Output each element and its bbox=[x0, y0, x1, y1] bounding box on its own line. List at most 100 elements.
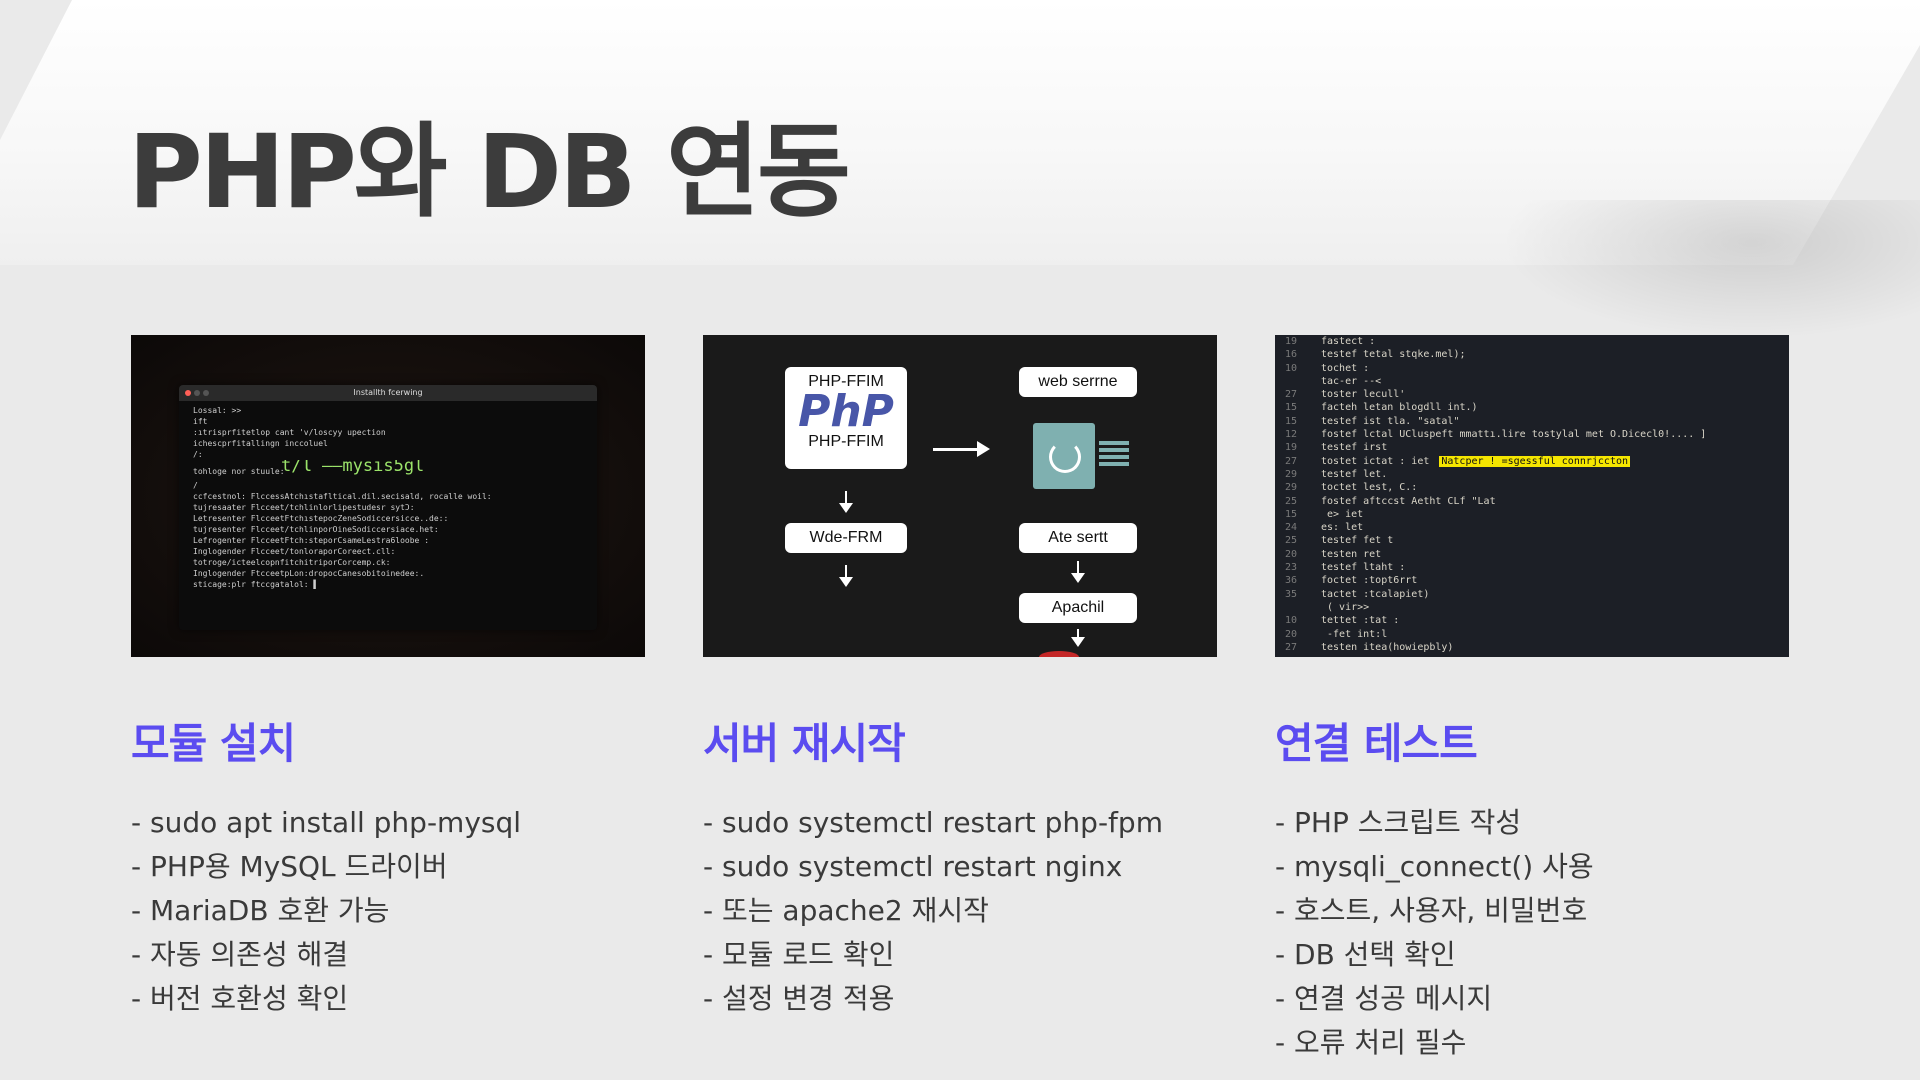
code-text: testef let. bbox=[1321, 468, 1388, 480]
bullet-item: - 자동 의존성 해결 bbox=[131, 938, 349, 971]
line-number: 15 bbox=[1285, 508, 1298, 520]
php-box-top-label: PHP-FFIM bbox=[808, 373, 884, 390]
terminal-line: Inglogender Flcceet/tonloraporCoreect.cl… bbox=[193, 547, 396, 556]
server-diagram-screenshot: PHP-FFIM PhP PHP-FFIM Wde-FRM web serrne… bbox=[703, 335, 1217, 657]
red-indicator-icon bbox=[1039, 651, 1079, 657]
arrow-down-icon bbox=[1071, 629, 1085, 647]
line-number: 36 bbox=[1285, 575, 1298, 587]
bullet-item: - 호스트, 사용자, 비밀번호 bbox=[1275, 894, 1588, 927]
code-text: tochet : bbox=[1321, 362, 1370, 374]
web-server-box: web serrne bbox=[1019, 367, 1137, 397]
code-line: 15 e> iet bbox=[1285, 508, 1779, 521]
bullet-item: - PHP용 MySQL 드라이버 bbox=[131, 850, 448, 883]
column-server-restart: PHP-FFIM PhP PHP-FFIM Wde-FRM web serrne… bbox=[703, 335, 1217, 1021]
code-text: testef ltaht : bbox=[1321, 562, 1406, 574]
code-text: -fet int:l bbox=[1321, 628, 1388, 640]
terminal-line: Inglogender FtcceetpLon:dropocCanesobito… bbox=[193, 569, 425, 578]
terminal-line: tujresaater Flcceet/tchlinlorlipestudesr… bbox=[193, 503, 415, 512]
terminal-titlebar: Installth fcerwing bbox=[179, 385, 597, 401]
code-line: 27 toster lecull' bbox=[1285, 388, 1779, 401]
bullet-list: - PHP 스크립트 작성 - mysqli_connect() 사용 - 호스… bbox=[1275, 801, 1789, 1065]
column-heading: 모듈 설치 bbox=[131, 719, 296, 768]
terminal-line: :ıtrisprfitetlop cant 'v/loscyy upection bbox=[193, 428, 386, 437]
code-text: testen ret bbox=[1321, 548, 1382, 560]
line-number: 20 bbox=[1285, 628, 1298, 640]
code-text: testef irst bbox=[1321, 442, 1388, 454]
arrow-right-icon bbox=[933, 448, 979, 451]
terminal-line: Lefrogenter FlcceetFtch:steporCsameLestr… bbox=[193, 536, 430, 545]
bullet-item: - 버전 호환성 확인 bbox=[131, 982, 349, 1015]
line-number: 23 bbox=[1285, 562, 1298, 574]
arrow-right-head bbox=[977, 441, 990, 457]
line-number: 27 bbox=[1285, 455, 1298, 467]
php-fpm-box: PHP-FFIM PhP PHP-FFIM bbox=[785, 367, 907, 469]
code-text: testef ist tla. "satal" bbox=[1321, 415, 1460, 427]
arrow-down-icon bbox=[839, 565, 853, 587]
bullet-item: - MariaDB 호환 가능 bbox=[131, 894, 390, 927]
line-number: 10 bbox=[1285, 615, 1298, 627]
wde-frm-box: Wde-FRM bbox=[785, 523, 907, 553]
server-refresh-icon bbox=[1033, 423, 1095, 489]
line-number: 19 bbox=[1285, 442, 1298, 454]
bullet-item: - sudo systemctl restart nginx bbox=[703, 850, 1123, 883]
code-text: tostet ictat : iet bbox=[1321, 455, 1430, 467]
code-text: fostef aftccst Aetht CLf "Lat bbox=[1321, 495, 1496, 507]
bullet-item: - DB 선택 확인 bbox=[1275, 938, 1456, 971]
terminal-screenshot: Installth fcerwing Lossal: >> ift :ıtris… bbox=[131, 335, 645, 657]
arrow-down-icon bbox=[839, 491, 853, 513]
terminal-line: Letresenter FlcceetFtchıstepocZeneSodicc… bbox=[193, 514, 449, 523]
code-line: 20 -fet int:l bbox=[1285, 628, 1779, 641]
bullet-item: - 모듈 로드 확인 bbox=[703, 938, 895, 971]
maximize-dot-icon bbox=[203, 390, 209, 396]
code-text: testef tetal stqke.mel); bbox=[1321, 349, 1466, 361]
code-line: 36 foctet :topt6rrt bbox=[1285, 574, 1779, 587]
ate-sertt-box: Ate sertt bbox=[1019, 523, 1137, 553]
success-highlight: Natcper ! =sgessful connrjccton bbox=[1439, 455, 1631, 467]
bullet-item: - sudo systemctl restart php-fpm bbox=[703, 806, 1163, 839]
code-text: facteh letan blogdll int.) bbox=[1321, 402, 1478, 414]
line-number: 24 bbox=[1285, 522, 1298, 534]
bullet-list: - sudo apt install php-mysql - PHP용 MySQ… bbox=[131, 801, 645, 1021]
code-text: e> iet bbox=[1321, 508, 1364, 520]
terminal-prompt: tohloge nor stuule: bbox=[193, 467, 285, 476]
terminal-window: Installth fcerwing Lossal: >> ift :ıtris… bbox=[179, 385, 597, 630]
code-text: tactet :tcalapiet) bbox=[1321, 588, 1430, 600]
terminal-line: totroge/icteelcopnfitchitriporCorcemp.ck… bbox=[193, 558, 391, 567]
terminal-line: sticage:plr ftccgatalol: ▌ bbox=[193, 580, 319, 589]
code-text: tac-er --< bbox=[1321, 375, 1382, 387]
column-heading: 연결 테스트 bbox=[1275, 719, 1478, 768]
code-text: testen itea(howiepbly) bbox=[1321, 641, 1454, 653]
page-title: PHP와 DB 연동 bbox=[128, 113, 851, 232]
bullet-list: - sudo systemctl restart php-fpm - sudo … bbox=[703, 801, 1217, 1021]
code-text: ( vir>> bbox=[1321, 601, 1370, 613]
php-logo-icon: PhP bbox=[798, 386, 894, 437]
terminal-line: ift bbox=[193, 417, 208, 426]
code-line: ( vir>> bbox=[1285, 601, 1779, 614]
code-line: 19 testef irst bbox=[1285, 441, 1779, 454]
line-number: 15 bbox=[1285, 402, 1298, 414]
minimize-dot-icon bbox=[194, 390, 200, 396]
code-text: toster lecull' bbox=[1321, 389, 1406, 401]
bullet-item: - 오류 처리 필수 bbox=[1275, 1026, 1467, 1059]
banner-shadow bbox=[1500, 200, 1920, 340]
line-number: 27 bbox=[1285, 389, 1298, 401]
bullet-item: - mysqli_connect() 사용 bbox=[1275, 850, 1594, 883]
arrow-down-icon bbox=[1071, 561, 1085, 583]
code-text: fastect : bbox=[1321, 336, 1376, 347]
code-text: foctet :topt6rrt bbox=[1321, 575, 1418, 587]
line-number: 10 bbox=[1285, 362, 1298, 374]
line-number: 27 bbox=[1285, 641, 1298, 653]
line-number: 29 bbox=[1285, 482, 1298, 494]
line-number: 25 bbox=[1285, 535, 1298, 547]
